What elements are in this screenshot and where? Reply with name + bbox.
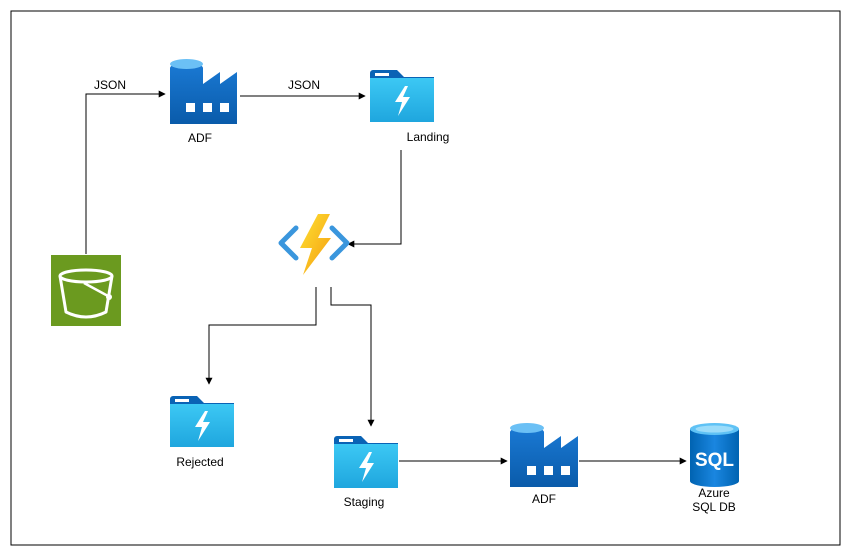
edge-bucket-to-adf (85, 90, 166, 254)
adf-top-icon (170, 59, 237, 124)
adf-bottom-icon (510, 423, 578, 487)
node-label-rejected: Rejected (176, 455, 224, 469)
node-label-staging: Staging (343, 495, 385, 509)
edge-function-to-staging (330, 287, 375, 427)
landing-folder-icon (370, 70, 434, 122)
node-label-adf-bottom: ADF (532, 492, 556, 506)
node-label-sql-line1: Azure (698, 486, 730, 500)
edge-landing-to-function (347, 150, 402, 248)
node-label-landing: Landing (406, 130, 450, 144)
edge-label-bg (283, 77, 325, 91)
node-label-adf-top: ADF (188, 131, 212, 145)
staging-folder-icon (334, 436, 398, 488)
node-label-sql-line2: SQL DB (692, 500, 736, 514)
edge-label-json-2: JSON (287, 78, 320, 92)
sql-icon-text: SQL (695, 450, 734, 471)
edge-label-bg (88, 77, 132, 91)
rejected-folder-icon (170, 396, 234, 447)
edge-function-to-rejected (205, 287, 317, 385)
azure-function-icon (278, 214, 350, 275)
bucket-icon (51, 255, 121, 326)
edge-label-json-1: JSON (93, 78, 126, 92)
sql-database-icon: SQL (690, 423, 739, 488)
